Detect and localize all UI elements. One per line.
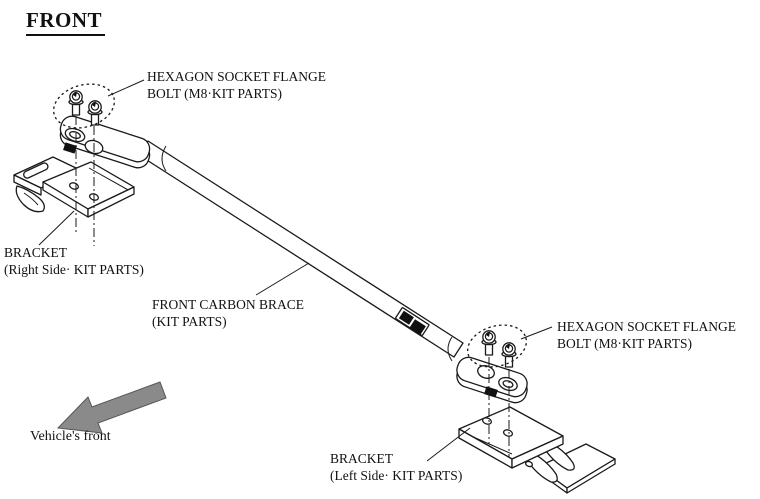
page-title: FRONT: [26, 8, 105, 36]
label-line: HEXAGON SOCKET FLANGE: [557, 319, 737, 334]
label-hexagon-bolt-top: HEXAGON SOCKET FLANGE BOLT (M8·KIT PARTS…: [147, 68, 326, 102]
label-line: (Left Side· KIT PARTS): [330, 468, 463, 483]
bolt-icon: [68, 90, 84, 116]
bracket-slot: [23, 162, 49, 179]
label-hexagon-bolt-right: HEXAGON SOCKET FLANGE BOLT (M8·KIT PARTS…: [557, 318, 736, 352]
brace-end-fitting-right-side: [59, 115, 151, 169]
bolt-icon: [501, 342, 517, 368]
bracket-claw: [15, 185, 45, 213]
label-line: BRACKET: [4, 245, 68, 260]
fitting-mark: [63, 142, 77, 154]
fitting-mark: [484, 386, 498, 398]
label-vehicle-front: Vehicle's front: [30, 429, 111, 444]
label-line: BOLT (M8·KIT PARTS): [557, 336, 692, 351]
label-line: HEXAGON SOCKET FLANGE: [147, 69, 327, 84]
fitting-hole: [477, 365, 495, 379]
bolt-icon: [87, 100, 103, 126]
tube-seam-right: [447, 336, 453, 362]
brace-end-fitting-left-side: [456, 356, 528, 404]
bracket-hole: [481, 417, 493, 425]
label-line: (Right Side· KIT PARTS): [4, 262, 144, 277]
bracket-hole: [502, 429, 514, 437]
vehicle-front-arrow-icon: [56, 381, 167, 434]
tube-seam-left: [161, 145, 167, 172]
label-line: BRACKET: [330, 451, 394, 466]
brand-sticker: [395, 307, 430, 337]
label-front-carbon-brace: FRONT CARBON BRACE (KIT PARTS): [152, 296, 304, 330]
hexagon-socket-flange-bolts: [68, 90, 517, 368]
leader-lines: [38, 79, 553, 462]
centerlines: [75, 116, 510, 458]
bracket-right-side: [13, 156, 135, 218]
bracket-hole: [524, 460, 534, 468]
bolt-icon: [481, 330, 497, 356]
label-line: FRONT CARBON BRACE: [152, 297, 305, 312]
label-bracket-right-side: BRACKET (Right Side· KIT PARTS): [4, 244, 144, 278]
label-bracket-left-side: BRACKET (Left Side· KIT PARTS): [330, 450, 462, 484]
bracket-left-side: [458, 406, 616, 494]
label-line: BOLT (M8·KIT PARTS): [147, 86, 282, 101]
label-line: (KIT PARTS): [152, 314, 227, 329]
